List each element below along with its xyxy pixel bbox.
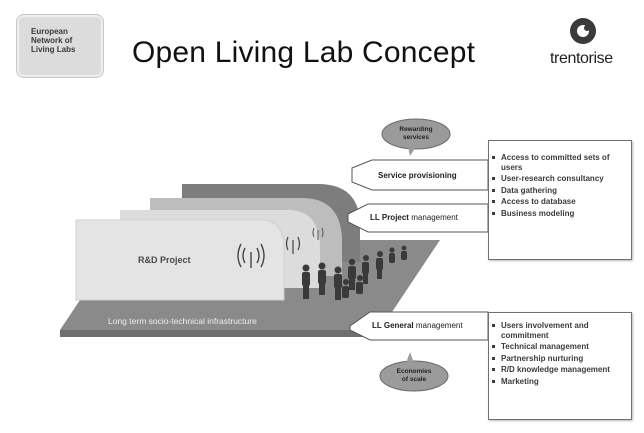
rd-project-wall bbox=[75, 219, 285, 301]
antenna-icon bbox=[312, 227, 324, 240]
list-item: Access to database bbox=[489, 197, 625, 207]
service-provisioning-bold: Service provisioning bbox=[378, 171, 457, 180]
rewarding-services-bubble bbox=[381, 118, 451, 150]
ll-general-bold: LL General bbox=[372, 321, 414, 330]
list-item: Access to committed sets of users bbox=[489, 153, 625, 172]
list-item: Users involvement and commitment bbox=[489, 321, 625, 340]
rewarding-services-text: Rewarding services bbox=[399, 126, 433, 141]
crowd-of-users-icon bbox=[302, 245, 407, 300]
antenna-icon bbox=[285, 236, 301, 254]
trentorise-logo: trentorise bbox=[546, 14, 636, 74]
infrastructure-label: Long term socio-technical infrastructure bbox=[108, 316, 257, 326]
top-services-box: Access to committed sets of users User-r… bbox=[488, 140, 632, 260]
trentorise-logo-text: trentorise bbox=[550, 50, 613, 67]
list-item: Technical management bbox=[489, 342, 625, 352]
list-item: Partnership nurturing bbox=[489, 354, 625, 364]
economies-of-scale-bubble bbox=[379, 360, 449, 392]
slide-title: Open Living Lab Concept bbox=[132, 36, 476, 69]
ll-project-bold: LL Project bbox=[370, 213, 409, 222]
economies-of-scale-text: Economies of scale bbox=[396, 368, 432, 383]
infrastructure-platform-front bbox=[60, 330, 380, 337]
trentorise-mark-icon bbox=[570, 18, 596, 44]
list-item: Business modeling bbox=[489, 209, 625, 219]
bottom-management-box: Users involvement and commitment Technic… bbox=[488, 312, 632, 420]
list-item: User-research consultancy bbox=[489, 174, 625, 184]
rd-project-label: R&D Project bbox=[138, 255, 191, 265]
ll-project-management-label: LL Project management bbox=[370, 213, 458, 222]
service-provisioning-label: Service provisioning bbox=[378, 171, 457, 180]
antenna-icon bbox=[237, 243, 265, 268]
ll-general-management-label: LL General management bbox=[372, 321, 463, 330]
enll-logo-text: European Network of Living Labs bbox=[31, 27, 76, 54]
enll-logo: European Network of Living Labs bbox=[16, 14, 104, 78]
ll-project-rest: management bbox=[408, 213, 458, 222]
list-item: R/D knowledge management bbox=[489, 365, 625, 375]
list-item: Marketing bbox=[489, 377, 625, 387]
ll-general-rest: management bbox=[413, 321, 463, 330]
list-item: Data gathering bbox=[489, 186, 625, 196]
